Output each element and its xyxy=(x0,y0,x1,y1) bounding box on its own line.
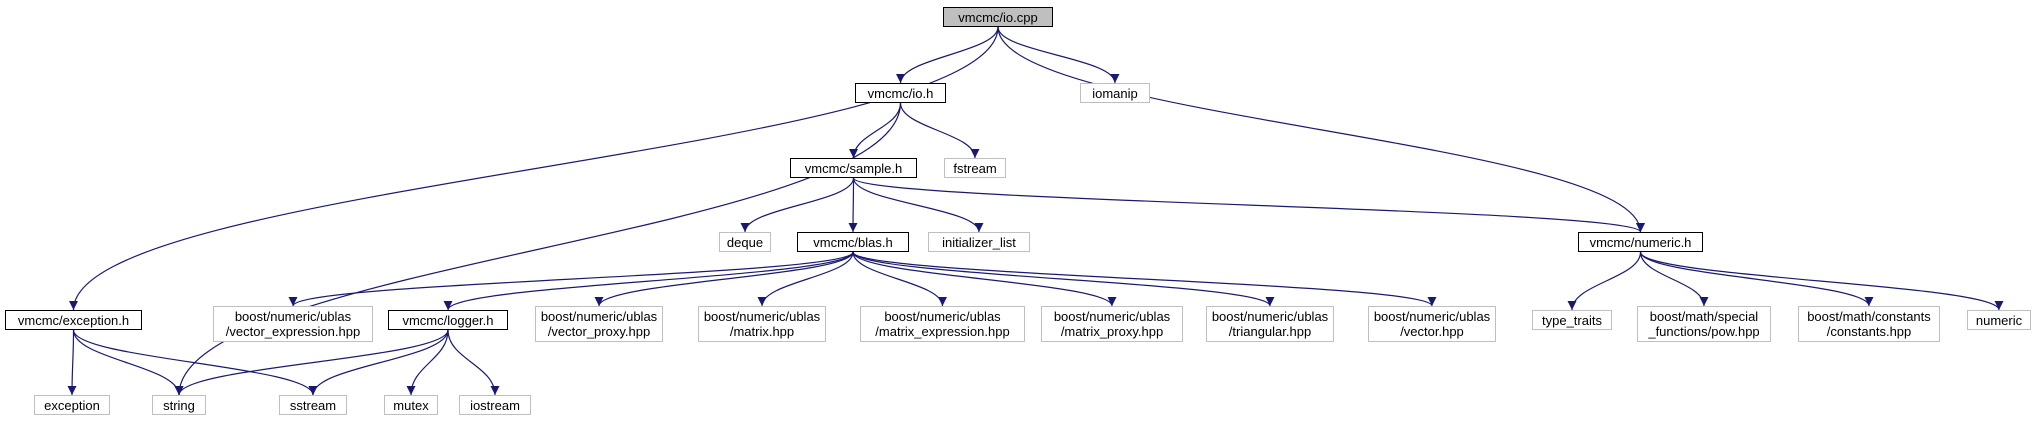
node-matrix-proxy: boost/numeric/ublas /matrix_proxy.hpp xyxy=(1041,306,1183,342)
edge-sample_h-to-blas_h xyxy=(848,177,858,233)
node-blas-h[interactable]: vmcmc/blas.h xyxy=(797,232,909,252)
edge-exception_h-to-exception xyxy=(67,329,77,396)
edge-numeric_h-to-type_traits xyxy=(1567,251,1642,311)
node-mutex: mutex xyxy=(384,395,438,415)
edge-exception_h-to-sstream xyxy=(72,329,318,396)
node-type-traits: type_traits xyxy=(1532,310,1612,330)
edge-logger_h-to-sstream xyxy=(308,329,449,396)
edge-io_h-to-string xyxy=(174,102,902,396)
edge-io_cpp-to-iomanip xyxy=(997,26,1120,84)
edge-logger_h-to-string xyxy=(174,329,449,396)
node-logger-h[interactable]: vmcmc/logger.h xyxy=(388,310,508,330)
edge-io_cpp-to-exception_h xyxy=(69,26,999,311)
edge-layer xyxy=(67,26,2004,396)
edge-numeric_h-to-numeric xyxy=(1639,251,2004,311)
node-matrix: boost/numeric/ublas /matrix.hpp xyxy=(698,306,826,342)
node-vector: boost/numeric/ublas /vector.hpp xyxy=(1368,306,1496,342)
node-sample-h[interactable]: vmcmc/sample.h xyxy=(790,158,917,178)
edge-sample_h-to-initializer_list xyxy=(852,177,984,233)
node-io-h[interactable]: vmcmc/io.h xyxy=(855,83,946,103)
node-fstream: fstream xyxy=(944,158,1006,178)
node-vector-proxy: boost/numeric/ublas /vector_proxy.hpp xyxy=(535,306,663,342)
edge-blas_h-to-matrix_proxy xyxy=(852,251,1117,307)
node-exception-h[interactable]: vmcmc/exception.h xyxy=(5,310,142,330)
edge-io_cpp-to-numeric_h xyxy=(997,26,1645,233)
edge-blas_h-to-logger_h xyxy=(443,251,854,311)
node-numeric-h[interactable]: vmcmc/numeric.h xyxy=(1578,232,1703,252)
node-matrix-expression: boost/numeric/ublas /matrix_expression.h… xyxy=(860,306,1025,342)
node-pow: boost/math/special _functions/pow.hpp xyxy=(1637,306,1771,342)
edge-exception_h-to-string xyxy=(72,329,184,396)
node-triangular: boost/numeric/ublas /triangular.hpp xyxy=(1206,306,1334,342)
edge-io_h-to-fstream xyxy=(899,102,980,159)
node-numeric: numeric xyxy=(1967,310,2031,330)
node-sstream: sstream xyxy=(279,395,347,415)
edge-numeric_h-to-constants xyxy=(1639,251,1874,307)
node-constants: boost/math/constants /constants.hpp xyxy=(1798,306,1940,342)
edge-blas_h-to-triangular xyxy=(852,251,1275,307)
node-initializer-list: initializer_list xyxy=(928,232,1030,252)
edge-io_cpp-to-io_h xyxy=(896,26,999,84)
edge-blas_h-to-matrix_expression xyxy=(852,251,947,307)
edge-sample_h-to-numeric_h xyxy=(852,177,1645,233)
edge-blas_h-to-vector_expression xyxy=(288,251,854,307)
edge-blas_h-to-vector_proxy xyxy=(594,251,854,307)
node-exception: exception xyxy=(34,395,110,415)
edge-sample_h-to-deque xyxy=(740,177,855,233)
node-deque: deque xyxy=(719,232,771,252)
edge-blas_h-to-matrix xyxy=(757,251,854,307)
edge-logger_h-to-iostream xyxy=(447,329,500,396)
node-string: string xyxy=(152,395,206,415)
edge-numeric_h-to-pow xyxy=(1639,251,1709,307)
edge-io_h-to-sample_h xyxy=(849,102,902,159)
edge-logger_h-to-mutex xyxy=(406,329,449,396)
node-iomanip: iomanip xyxy=(1080,83,1150,103)
edge-blas_h-to-vector xyxy=(852,251,1437,307)
node-vector-expression: boost/numeric/ublas /vector_expression.h… xyxy=(213,306,373,342)
node-io-cpp[interactable]: vmcmc/io.cpp xyxy=(943,7,1053,27)
node-iostream: iostream xyxy=(459,395,531,415)
